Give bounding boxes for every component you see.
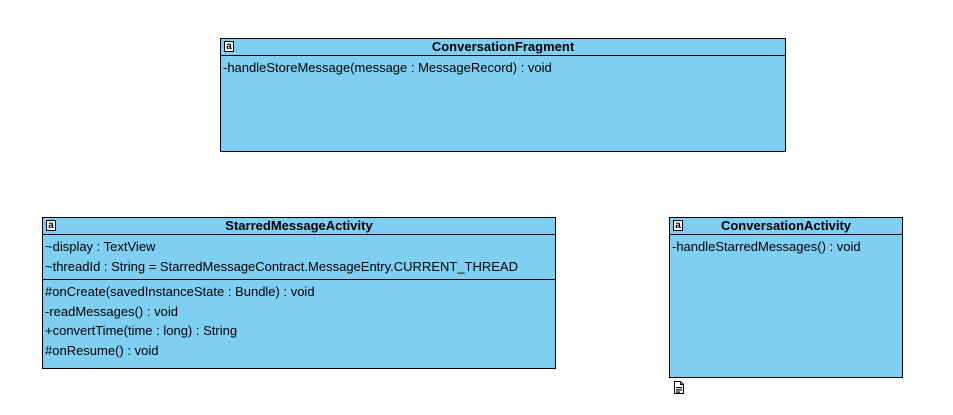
operation: -handleStoreMessage(message : MessageRec…	[223, 60, 552, 75]
attribute: ~threadId : String = StarredMessageContr…	[45, 258, 518, 274]
operations-section: -handleStarredMessages() : void	[670, 235, 902, 259]
class-name: ConversationFragment	[431, 39, 575, 54]
document-icon[interactable]	[674, 381, 684, 394]
operations-section: #onCreate(savedInstanceState : Bundle) :…	[43, 280, 555, 362]
class-box-starred-message-activity[interactable]: a StarredMessageActivity ~display : Text…	[42, 217, 556, 369]
class-icon: a	[673, 220, 683, 231]
class-header: a StarredMessageActivity	[43, 218, 555, 235]
operation: #onResume() : void	[45, 342, 159, 358]
class-icon: a	[224, 41, 234, 52]
operation: +convertTime(time : long) : String	[45, 323, 238, 338]
operation: #onCreate(savedInstanceState : Bundle) :…	[45, 284, 315, 299]
class-icon: a	[46, 220, 56, 231]
class-header: a ConversationFragment	[221, 39, 785, 56]
operation: -readMessages() : void	[45, 303, 178, 319]
class-header: a ConversationActivity	[670, 218, 902, 235]
operation: -handleStarredMessages() : void	[672, 239, 861, 254]
attributes-section: ~display : TextView ~threadId : String =…	[43, 235, 555, 280]
class-name: StarredMessageActivity	[225, 218, 373, 233]
operations-section: -handleStoreMessage(message : MessageRec…	[221, 56, 785, 80]
attribute: ~display : TextView	[45, 239, 156, 254]
class-box-conversation-fragment[interactable]: a ConversationFragment -handleStoreMessa…	[220, 38, 786, 152]
class-name: ConversationActivity	[720, 218, 852, 233]
class-box-conversation-activity[interactable]: a ConversationActivity -handleStarredMes…	[669, 217, 903, 378]
